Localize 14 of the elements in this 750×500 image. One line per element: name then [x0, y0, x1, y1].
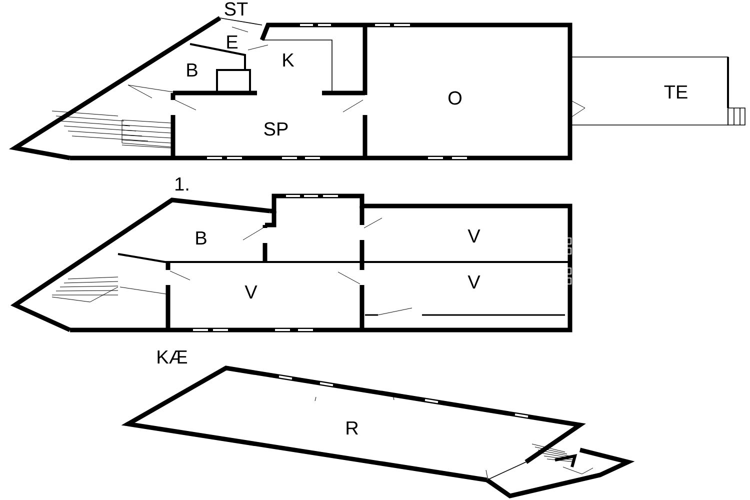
- room-label: TE: [664, 85, 688, 99]
- room-label: V: [244, 285, 258, 299]
- room-label: V: [468, 229, 480, 243]
- floor-label: 1.: [176, 177, 188, 191]
- room-label: E: [227, 35, 238, 49]
- room-label: V: [468, 275, 480, 289]
- room-label: B: [196, 231, 206, 245]
- floor-label: KÆ: [158, 350, 188, 364]
- room-label: B: [187, 63, 198, 77]
- room-label: R: [346, 421, 358, 435]
- room-label: K: [283, 53, 294, 67]
- room-label: O: [448, 91, 462, 105]
- room-label: SP: [264, 122, 288, 136]
- room-label: ST: [224, 2, 248, 16]
